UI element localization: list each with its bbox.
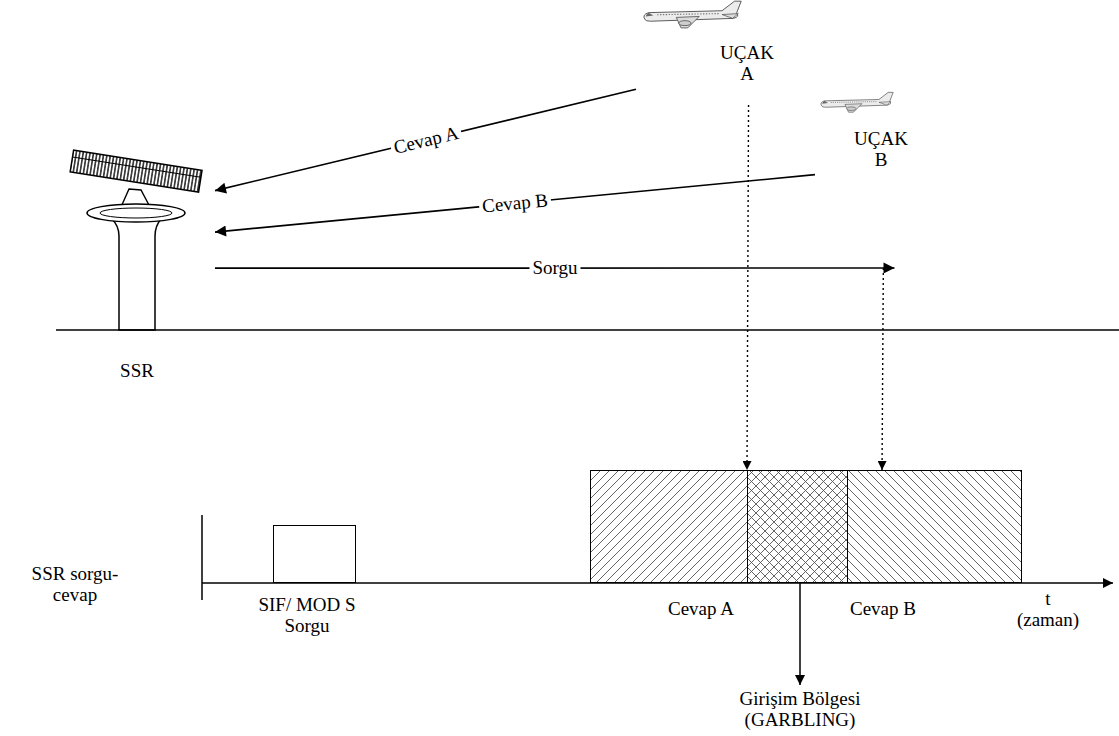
ssr-antenna <box>70 150 202 330</box>
signal-arrow <box>215 89 636 190</box>
node-label: Cevap A <box>668 598 734 619</box>
axis-unit-label: t (zaman) <box>1017 588 1079 631</box>
projection-arrow <box>747 105 749 470</box>
node-label: Cevap B <box>850 598 916 619</box>
reply-pulse: Cevap B <box>747 470 1022 583</box>
aircraft-node: UÇAK B <box>815 85 912 268</box>
aircraft-node: UÇAK A <box>636 0 778 105</box>
reply-hatch <box>747 470 1022 583</box>
node-label: SSR <box>120 360 154 381</box>
node-label: SIF/ MOD S Sorgu <box>251 594 363 637</box>
edge-label: Sorgu <box>529 257 580 278</box>
axis-tick <box>201 515 203 600</box>
node-label: UÇAK A <box>720 42 774 85</box>
aircraft-icon <box>644 1 741 28</box>
axis-label: SSR sorgu- cevap <box>13 563 138 606</box>
garbling-label: Girişim Bölgesi (GARBLING) <box>725 688 875 731</box>
edge-label: Cevap A <box>388 121 463 159</box>
edge-label: Cevap B <box>478 189 552 217</box>
radar-node: SSR <box>65 145 215 385</box>
reply-pulse: Cevap A <box>590 470 848 583</box>
node-label: UÇAK B <box>854 128 908 171</box>
garbling-pointer <box>799 583 801 685</box>
signal-arrow <box>215 175 815 232</box>
interrogation-pulse: SIF/ MOD S Sorgu <box>273 525 356 583</box>
ground-line <box>56 329 1119 331</box>
aircraft-icon <box>821 92 893 112</box>
projection-arrow <box>882 268 883 470</box>
